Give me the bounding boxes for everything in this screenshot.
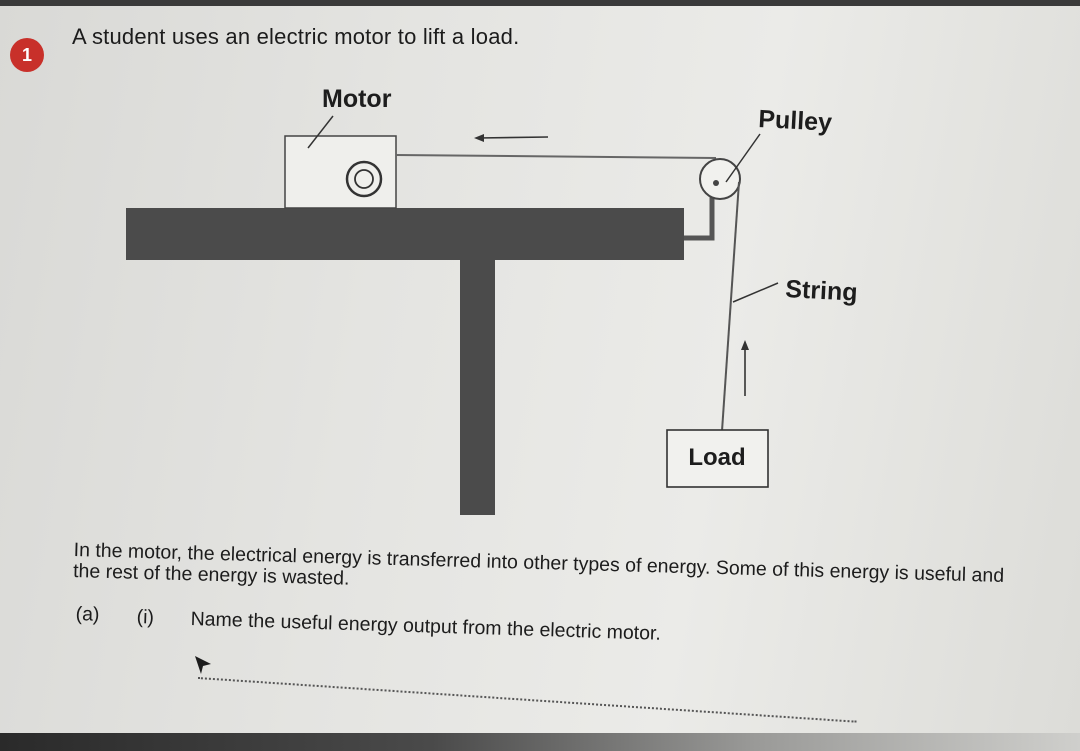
table-leg (460, 257, 495, 515)
motor-label: Motor (322, 85, 392, 113)
sub-part-label: (i) (136, 606, 155, 629)
intro-text: A student uses an electric motor to lift… (72, 24, 520, 49)
string-horizontal (395, 154, 717, 159)
motor-spindle (345, 160, 383, 198)
pulley-bracket (684, 186, 715, 241)
pulley-label: Pulley (758, 105, 833, 137)
string-leader-line (732, 282, 779, 303)
question-number-badge: 1 (10, 38, 44, 72)
pulley-axle (713, 180, 719, 186)
string-label: String (785, 275, 859, 307)
pulley-wheel (699, 158, 741, 200)
motor-spindle-inner (354, 169, 374, 189)
bottom-edge-shadow (0, 733, 1080, 751)
table-top (126, 208, 684, 260)
direction-arrow-line (477, 136, 549, 139)
load-box (666, 429, 769, 488)
question-number: 1 (21, 44, 32, 65)
motor-box (284, 135, 397, 209)
up-arrow-icon (741, 340, 749, 350)
motor-leader-line (307, 115, 334, 149)
pulley-leader-line (725, 133, 761, 183)
top-edge-shadow (0, 0, 1080, 6)
string-vertical (721, 181, 740, 432)
left-arrow-icon (474, 134, 484, 142)
mouse-cursor-icon (195, 656, 211, 674)
part-label: (a) (75, 603, 100, 626)
load-label: Load (688, 444, 745, 471)
